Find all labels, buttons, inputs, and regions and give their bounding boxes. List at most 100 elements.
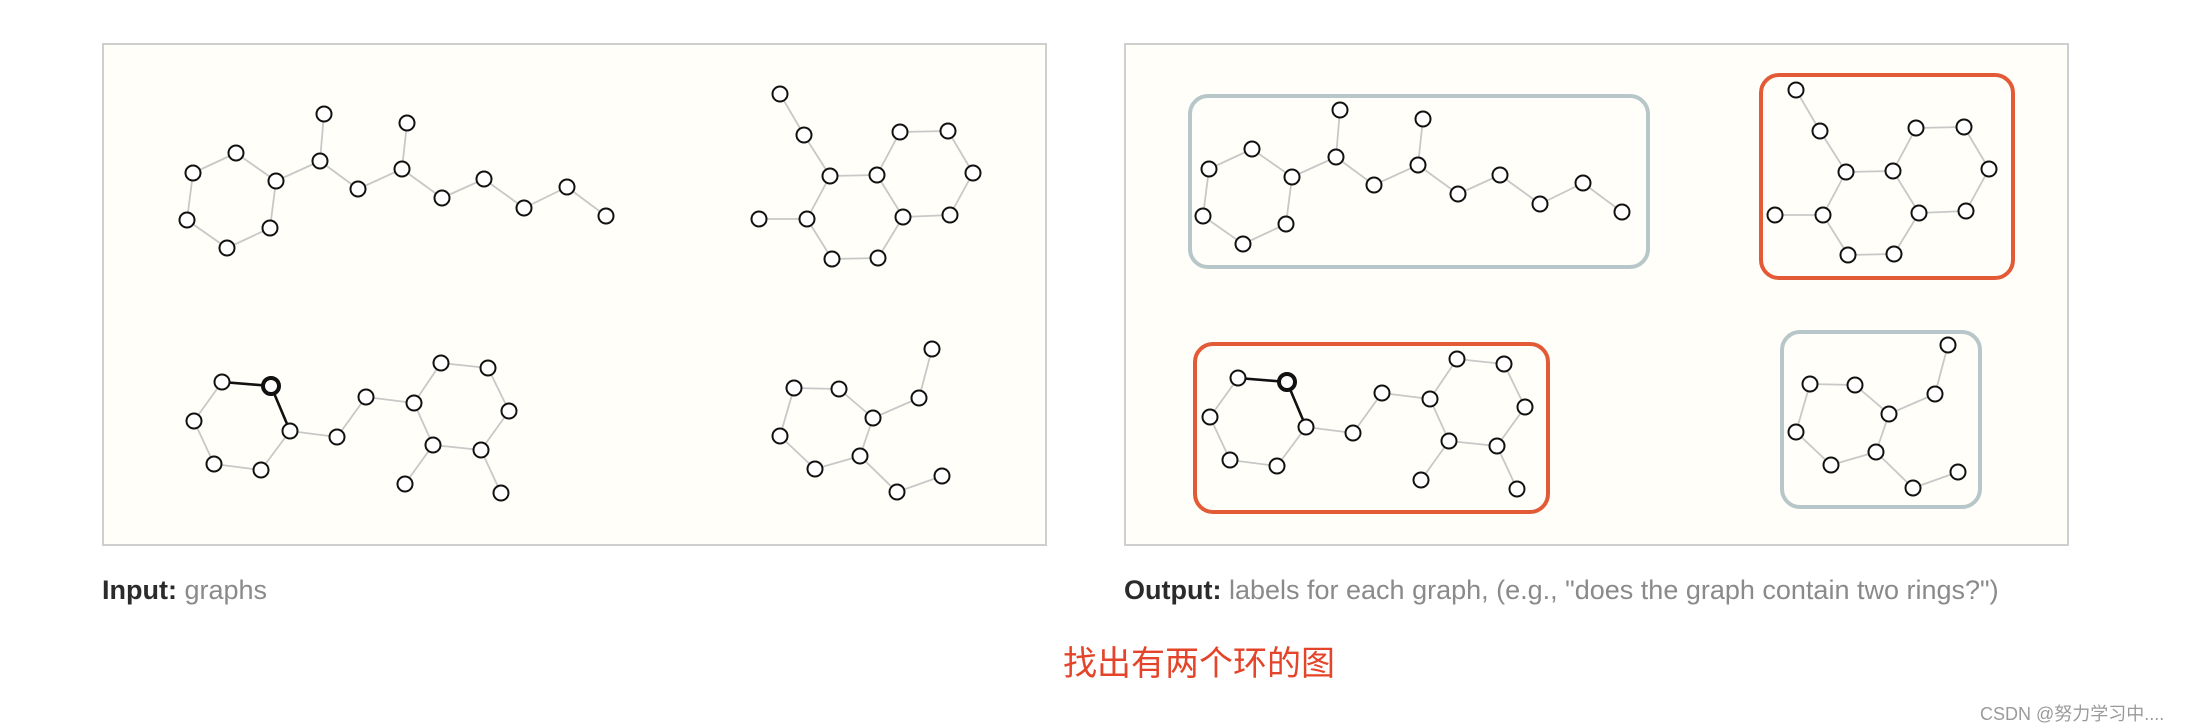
graph-node xyxy=(1448,350,1466,368)
graph-node xyxy=(396,475,414,493)
graph-node xyxy=(821,167,839,185)
label-box-bottom-right xyxy=(1780,330,1982,509)
graph-node xyxy=(1200,160,1218,178)
graph-node xyxy=(1331,101,1349,119)
graph-node xyxy=(205,455,223,473)
graph-node xyxy=(1373,384,1391,402)
graph-node xyxy=(424,436,442,454)
graph-node xyxy=(432,354,450,372)
graph-node xyxy=(1837,163,1855,181)
graph-node xyxy=(785,379,803,397)
graph-node xyxy=(472,441,490,459)
graph-node xyxy=(964,164,982,182)
output-graph-top-left xyxy=(1194,101,1631,253)
graph-node xyxy=(281,422,299,440)
graph-node xyxy=(1297,418,1315,436)
graph-node xyxy=(1440,432,1458,450)
graph-node xyxy=(939,122,957,140)
graph-node xyxy=(1885,245,1903,263)
graph-node xyxy=(891,123,909,141)
graph-node xyxy=(311,152,329,170)
input-graph-top-left xyxy=(178,105,615,257)
graph-node xyxy=(184,164,202,182)
graph-node xyxy=(1365,176,1383,194)
graph-node xyxy=(479,359,497,377)
graph-node xyxy=(185,412,203,430)
graph-node xyxy=(1516,398,1534,416)
input-graph-bottom-right xyxy=(771,340,951,501)
graph-node xyxy=(869,249,887,267)
graph-node xyxy=(923,340,941,358)
graph-node xyxy=(1229,369,1247,387)
input-graph-top-right xyxy=(750,85,982,268)
graph-node xyxy=(1613,203,1631,221)
graph-node xyxy=(1221,451,1239,469)
graph-edge xyxy=(859,455,898,493)
graph-node xyxy=(1839,246,1857,264)
graph-node xyxy=(888,483,906,501)
graph-node xyxy=(1957,202,1975,220)
graph-node xyxy=(398,114,416,132)
graph-edge xyxy=(1875,451,1914,489)
graph-node xyxy=(597,207,615,225)
graph-node xyxy=(1787,423,1805,441)
graph-node xyxy=(1243,140,1261,158)
output-caption: Output: labels for each graph, (e.g., "d… xyxy=(1124,575,1999,606)
output-caption-label: Output: xyxy=(1124,575,1222,605)
graph-node xyxy=(357,388,375,406)
graph-node xyxy=(1495,355,1513,373)
graph-node xyxy=(1283,168,1301,186)
graph-node xyxy=(1801,375,1819,393)
graph-node xyxy=(1268,457,1286,475)
graph-node xyxy=(1277,215,1295,233)
graph-node xyxy=(830,380,848,398)
graph-node xyxy=(475,170,493,188)
graphs-layer xyxy=(178,81,1998,502)
graph-node xyxy=(1508,480,1526,498)
graph-node xyxy=(1344,424,1362,442)
graph-node xyxy=(558,178,576,196)
input-caption: Input: graphs xyxy=(102,575,267,606)
input-caption-text: graphs xyxy=(184,575,268,605)
graph-node xyxy=(328,428,346,446)
graph-node xyxy=(1811,122,1829,140)
graph-node xyxy=(1531,195,1549,213)
graph-node xyxy=(213,373,231,391)
graph-node xyxy=(349,180,367,198)
input-graph-bottom-left xyxy=(185,354,518,502)
graph-node xyxy=(261,376,281,396)
graph-node xyxy=(1980,160,1998,178)
label-box-top-left xyxy=(1188,94,1650,269)
graph-node xyxy=(227,144,245,162)
output-graph-bottom-left xyxy=(1201,350,1534,498)
graph-node xyxy=(1822,456,1840,474)
graph-node xyxy=(1955,118,1973,136)
graph-node xyxy=(1491,166,1509,184)
input-caption-label: Input: xyxy=(102,575,177,605)
graph-node xyxy=(894,208,912,226)
graph-node xyxy=(1412,471,1430,489)
graph-node xyxy=(1787,81,1805,99)
graph-node xyxy=(933,467,951,485)
graph-node xyxy=(252,461,270,479)
graph-node xyxy=(1880,405,1898,423)
graph-node xyxy=(1766,206,1784,224)
graph-node xyxy=(1939,336,1957,354)
graph-node xyxy=(1409,156,1427,174)
label-box-top-right xyxy=(1759,73,2015,280)
graph-node xyxy=(771,427,789,445)
graph-node xyxy=(1421,390,1439,408)
graph-node xyxy=(515,199,533,217)
graph-node xyxy=(1327,148,1345,166)
graph-node xyxy=(1904,479,1922,497)
graph-node xyxy=(798,210,816,228)
graph-node xyxy=(267,172,285,190)
graph-node xyxy=(1201,408,1219,426)
graph-node xyxy=(1488,437,1506,455)
graph-node xyxy=(1926,385,1944,403)
graph-node xyxy=(864,409,882,427)
graph-node xyxy=(1949,463,1967,481)
graph-node xyxy=(1867,443,1885,461)
graph-node xyxy=(868,166,886,184)
graph-node xyxy=(1814,206,1832,224)
